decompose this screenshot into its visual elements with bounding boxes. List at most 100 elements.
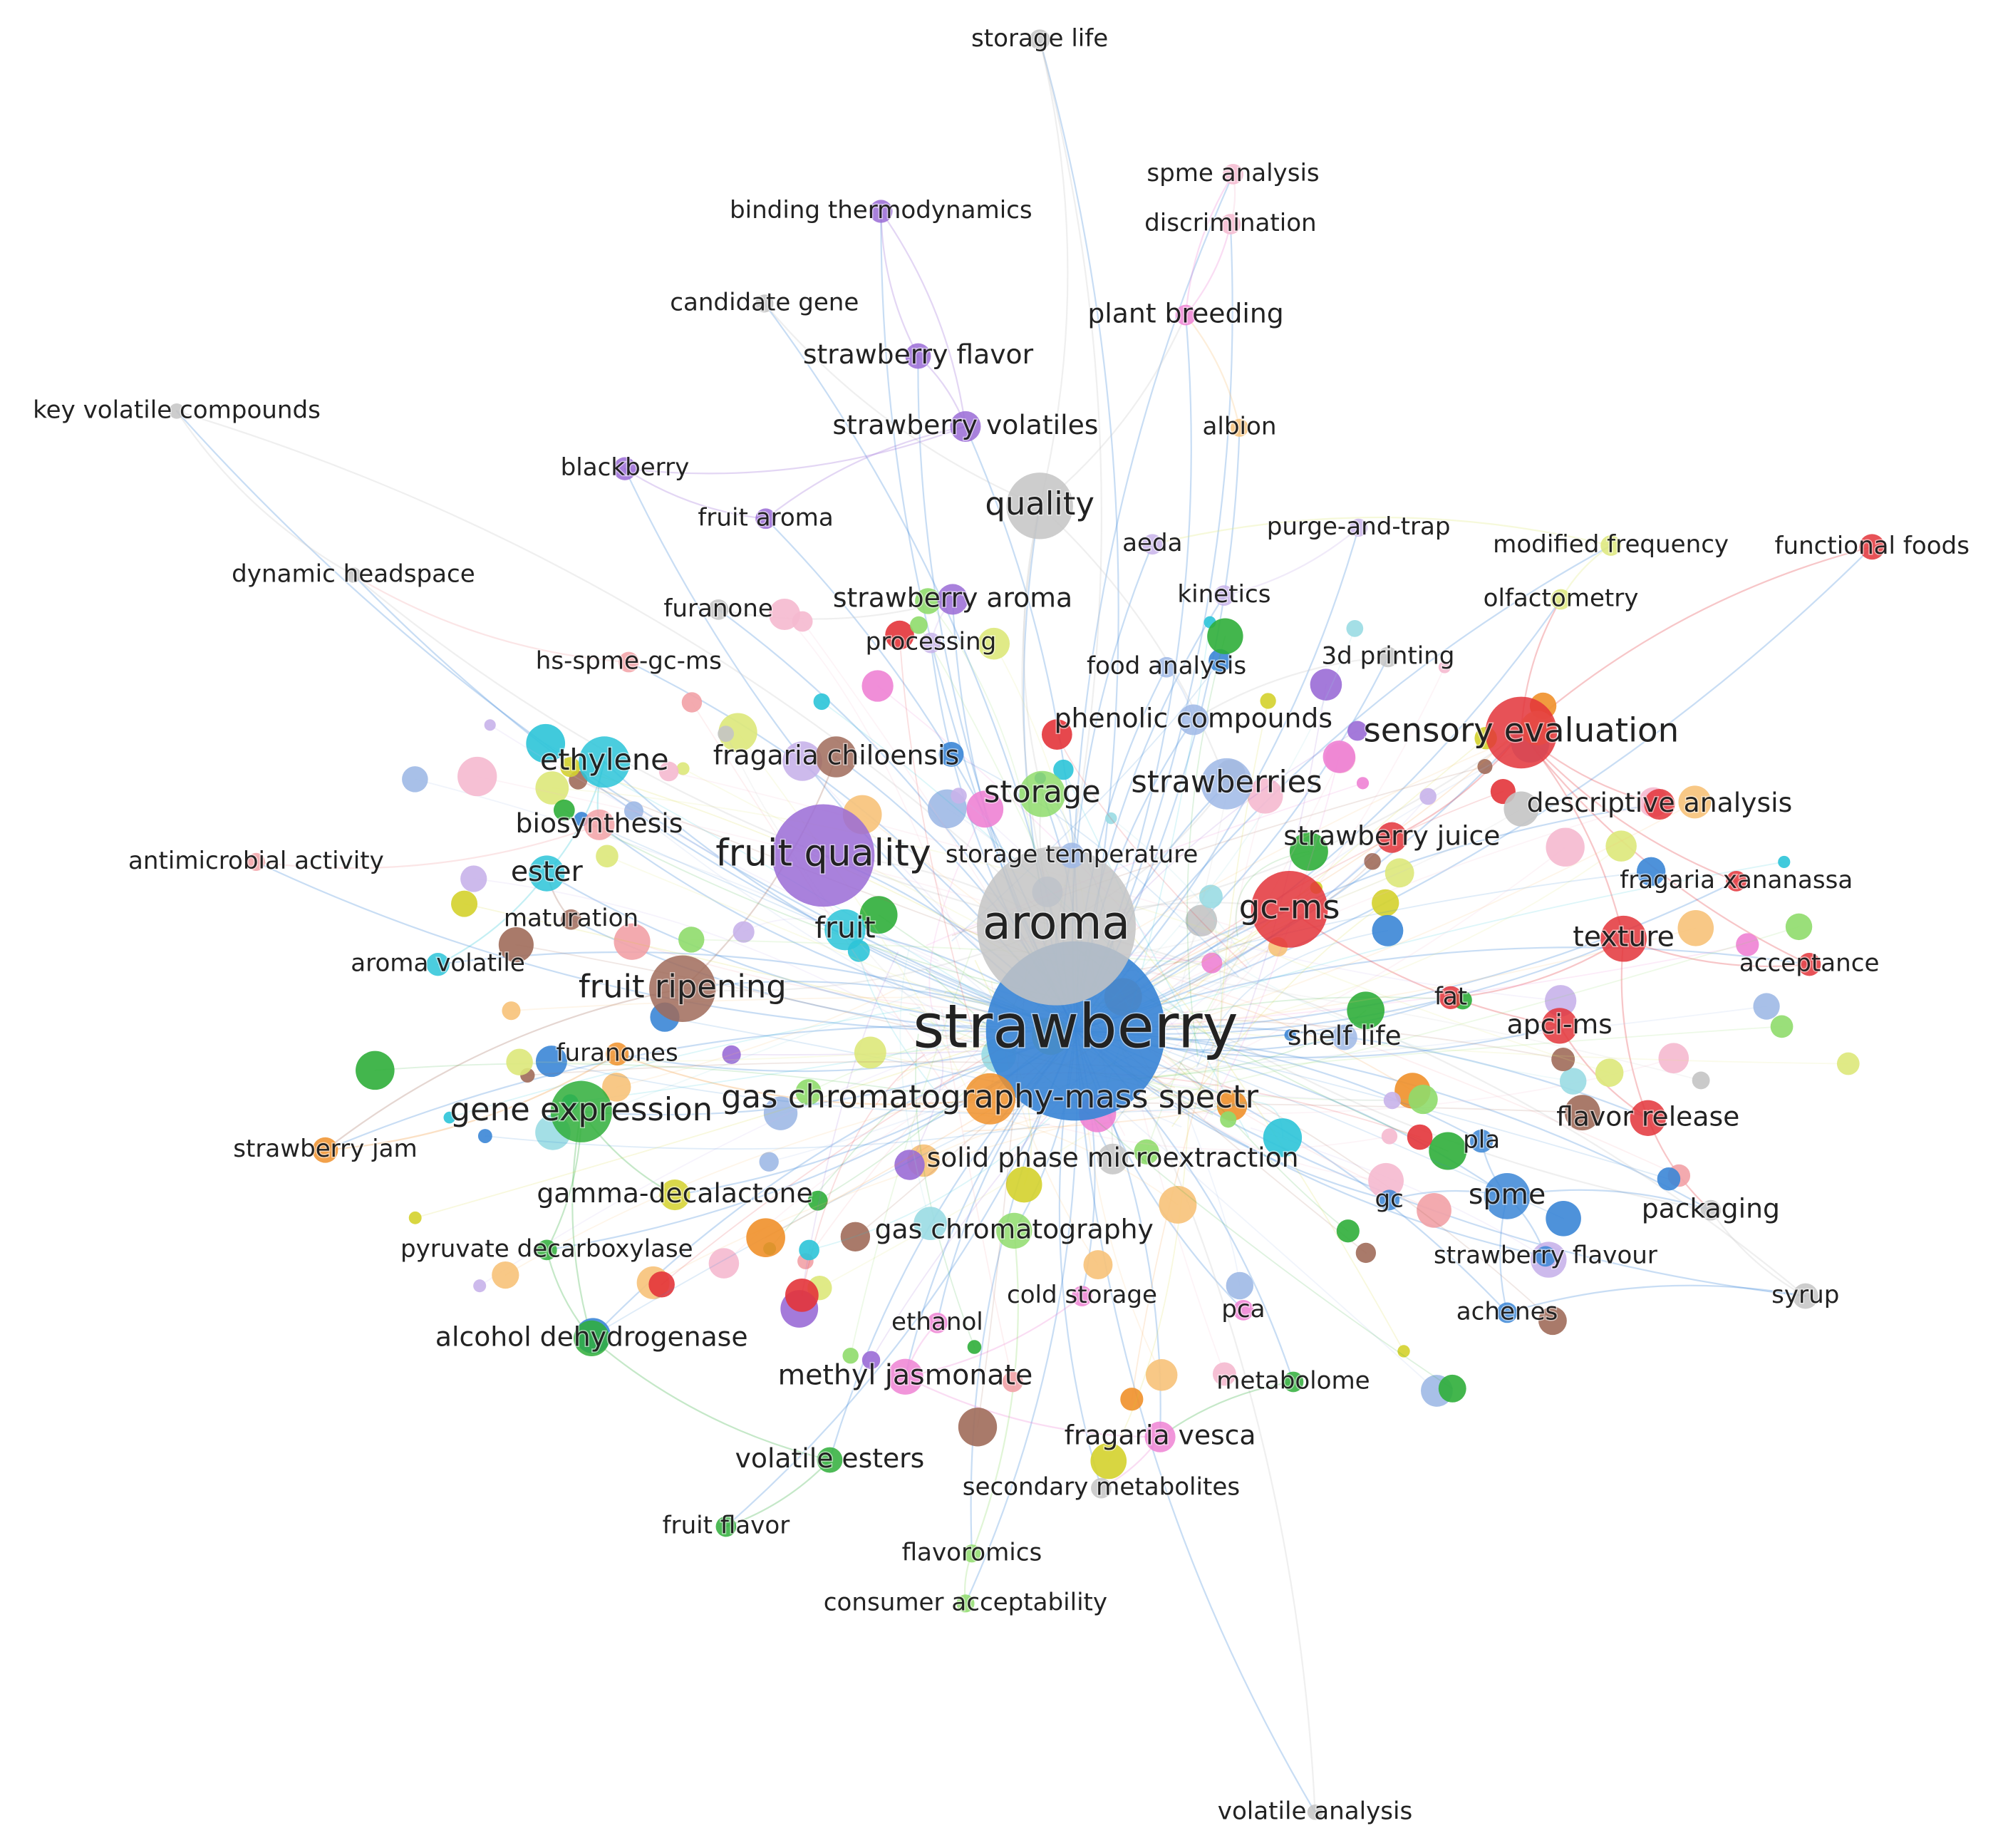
node-flavor-release[interactable]: [1630, 1100, 1666, 1136]
node-syrup[interactable]: [1792, 1283, 1818, 1309]
node-metabolome[interactable]: [1283, 1371, 1304, 1393]
node-candidate-gene[interactable]: [755, 294, 774, 313]
node-methyl-jasmonate[interactable]: [887, 1358, 923, 1395]
node-quality[interactable]: [1006, 473, 1073, 540]
node-gas-chromatography[interactable]: [996, 1212, 1032, 1249]
node-strawberry-flavor[interactable]: [905, 343, 931, 369]
filler-node: [1199, 884, 1223, 909]
node-purge-and-trap[interactable]: [1350, 518, 1368, 537]
filler-node: [910, 616, 928, 634]
label-fat: fat: [1434, 982, 1467, 1011]
node-phenolic-compounds[interactable]: [1178, 704, 1209, 735]
label-3d-printing: 3d printing: [1321, 641, 1454, 670]
node-volatile-analysis[interactable]: [1307, 1804, 1323, 1820]
node-strawberry-flavour[interactable]: [1535, 1246, 1556, 1267]
node-fruit-aroma[interactable]: [755, 508, 776, 530]
node-fruit-flavor[interactable]: [715, 1516, 737, 1537]
label-purge-and-trap: purge-and-trap: [1267, 512, 1451, 541]
node-albion[interactable]: [1230, 418, 1249, 437]
filler-edge: [1203, 755, 1340, 1120]
node-volatile-esters[interactable]: [817, 1447, 843, 1473]
node-strawberry-volatiles[interactable]: [950, 411, 981, 442]
node-ethylene[interactable]: [579, 736, 631, 788]
label-blackberry: blackberry: [561, 453, 690, 482]
node-antimicrobial-activity[interactable]: [247, 852, 265, 871]
node-pla[interactable]: [1469, 1129, 1494, 1153]
node-hs-spme-gc-ms[interactable]: [618, 651, 639, 673]
node-functional-foods[interactable]: [1859, 534, 1885, 560]
node-gas-chromatography-mass-spectr[interactable]: [964, 1073, 1016, 1125]
node-dynamic-headspace[interactable]: [346, 567, 361, 583]
node-apci-ms[interactable]: [1541, 1008, 1578, 1044]
node-consumer-acceptability[interactable]: [956, 1594, 975, 1613]
node-fragaria-vesca[interactable]: [1144, 1421, 1176, 1452]
node-fragaria-chiloensis[interactable]: [815, 736, 857, 778]
node-alcohol-dehydrogenase[interactable]: [574, 1320, 610, 1357]
node-secondary-metabolites[interactable]: [1091, 1477, 1112, 1499]
node-key-volatile-compounds[interactable]: [169, 403, 185, 419]
node-storage-life[interactable]: [1029, 29, 1050, 51]
node-pyruvate-decarboxylase[interactable]: [536, 1239, 557, 1261]
filler-node: [506, 1048, 533, 1075]
node-3d-printing[interactable]: [1377, 646, 1399, 668]
node-acceptance[interactable]: [1797, 952, 1821, 976]
node-furanones[interactable]: [605, 1042, 629, 1066]
node-pca[interactable]: [1233, 1299, 1254, 1321]
node-biosynthesis[interactable]: [584, 809, 615, 840]
node-olfactometry[interactable]: [1551, 589, 1571, 610]
node-modified-frequency[interactable]: [1600, 535, 1622, 556]
node-strawberry-jam[interactable]: [312, 1137, 338, 1163]
node-fat[interactable]: [1439, 986, 1463, 1010]
label-strawberry-aroma: strawberry aroma: [833, 582, 1072, 613]
edge-gene-expression-to-alcohol-dehydrogenase: [571, 1110, 593, 1339]
filler-node: [785, 1279, 819, 1312]
node-discrimination[interactable]: [1220, 214, 1241, 234]
node-solid-phase-microextraction[interactable]: [1097, 1143, 1129, 1175]
node-food-analysis[interactable]: [1156, 656, 1177, 678]
node-maturation[interactable]: [561, 909, 581, 930]
node-sensory-evaluation[interactable]: [1485, 696, 1558, 769]
node-gene-expression[interactable]: [550, 1080, 612, 1142]
node-processing[interactable]: [921, 632, 941, 654]
node-spme[interactable]: [1484, 1173, 1531, 1219]
filler-edge: [963, 1105, 1233, 1132]
node-storage-temperature[interactable]: [1059, 842, 1085, 869]
node-fragaria-xananassa[interactable]: [1726, 870, 1747, 892]
node-gc-ms[interactable]: [1251, 870, 1328, 948]
filler-edge: [1178, 925, 1562, 1002]
node-achenes[interactable]: [1496, 1302, 1518, 1323]
node-descriptive-analysis[interactable]: [1644, 788, 1675, 820]
node-furanone[interactable]: [708, 599, 729, 620]
node-strawberry-aroma[interactable]: [937, 584, 968, 615]
label-furanones: furanones: [557, 1038, 678, 1067]
node-ethanol[interactable]: [927, 1312, 948, 1333]
node-storage[interactable]: [1019, 770, 1066, 817]
node-fruit-ripening[interactable]: [649, 955, 716, 1023]
node-gc[interactable]: [1379, 1189, 1400, 1211]
node-packaging[interactable]: [1700, 1199, 1722, 1221]
node-fruit-quality[interactable]: [772, 804, 875, 907]
node-flavoromics[interactable]: [963, 1544, 981, 1563]
node-strawberries[interactable]: [1201, 758, 1253, 810]
node-aroma-volatile[interactable]: [426, 952, 450, 976]
node-spme-analysis[interactable]: [1223, 164, 1243, 185]
node-plant-breeding[interactable]: [1175, 304, 1196, 326]
node-cold-storage[interactable]: [1072, 1286, 1092, 1306]
node-fruit[interactable]: [824, 909, 866, 951]
node-aroma[interactable]: [977, 846, 1136, 1006]
node-gamma-decalactone[interactable]: [659, 1179, 690, 1211]
edge-furanones-to-strawberry-jam: [324, 1053, 619, 1151]
node-shelf-life[interactable]: [1331, 1024, 1357, 1051]
filler-node: [658, 761, 679, 782]
filler-node: [967, 1340, 982, 1354]
node-kinetics[interactable]: [1213, 585, 1235, 606]
node-ester[interactable]: [529, 855, 565, 892]
node-binding-thermodynamics[interactable]: [869, 200, 893, 223]
node-texture[interactable]: [1600, 915, 1647, 962]
node-strawberry-juice[interactable]: [1376, 822, 1407, 853]
node-blackberry[interactable]: [613, 457, 637, 480]
node-aeda[interactable]: [1142, 534, 1163, 555]
label-pla: pla: [1463, 1126, 1500, 1155]
filler-edge: [1179, 1060, 1349, 1232]
